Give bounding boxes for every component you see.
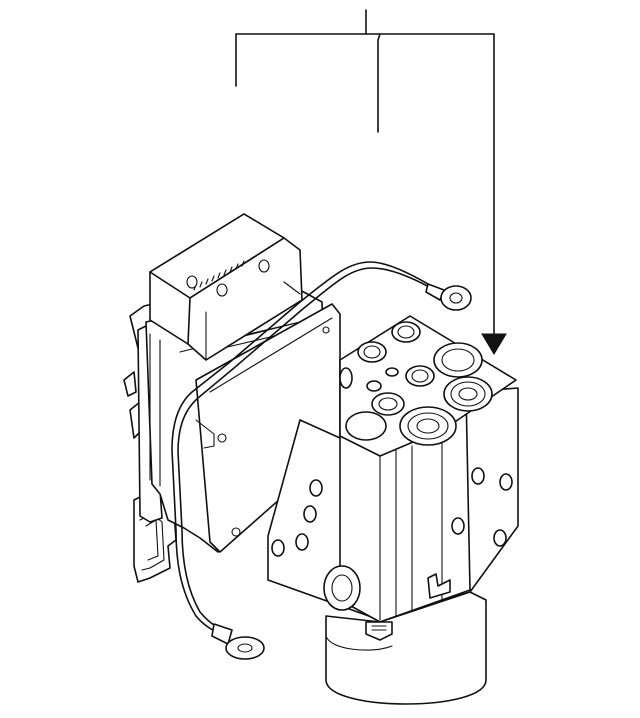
pump-motor (325, 591, 487, 705)
callout-arrowhead (481, 333, 507, 355)
valve-block (267, 315, 519, 705)
control-module (123, 213, 341, 583)
callout-leader-lines (235, 9, 507, 355)
connector-pins (186, 259, 270, 297)
top-ports (339, 321, 493, 446)
side-holes (427, 467, 513, 599)
left-face-holes (271, 479, 361, 611)
ground-strap (171, 261, 472, 660)
